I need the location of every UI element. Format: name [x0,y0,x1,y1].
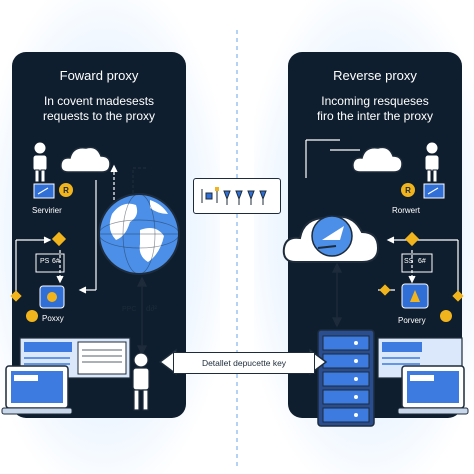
forward-ps-label: PS [40,258,50,265]
ss-box-icon-right [401,253,433,273]
laptop-icon-left [1,365,73,415]
r-badge-icon-right: R [401,183,415,197]
diamond-icon-left-1 [51,231,67,247]
proxy-device-icon-right [401,283,429,309]
ps-box-icon-left [35,253,65,273]
forward-proxy-label: Poxxy [42,314,64,323]
cloud-icon-left [60,146,111,173]
forward-server-label: Servirier [32,206,62,215]
forward-proxy-title: Foward proxy [59,68,139,83]
svg-text:R: R [63,186,69,195]
cloud-to-server-arrow [331,262,343,328]
reverse-proxy-subtitle: Incoming resqueses firo the inter the pr… [288,94,462,124]
forward-subtitle-line1: In covent madesests [43,94,155,108]
reverse-hash-label: 6# [418,258,426,265]
forward-subtitle-line2: requests to the proxy [42,109,156,123]
diamond-icon-left-2 [10,290,22,302]
reverse-subtitle-line2: firo the inter the proxy [316,109,434,123]
diamond-icon-right-1 [404,231,420,247]
forward-ppc-label: PPC [122,306,137,313]
arrows-right [378,236,459,300]
reverse-proxy-cloud-icon [282,215,380,263]
diamond-icon-right-3 [379,284,391,296]
user-icon-bottom [132,352,150,411]
reverse-top-arrow [305,139,360,178]
badge-icon-right [440,310,452,322]
center-key-label: Detallet depucette key [173,352,315,374]
arrows-left [15,164,118,300]
lightning-badge-icon-left [26,310,38,322]
forward-formula-label: d∂² [146,304,158,313]
user-icon-right [424,141,440,183]
r-badge-icon-left: R [59,183,73,197]
server-rack-icon [317,329,375,427]
laptop-icon-right [397,365,469,415]
user-icon-left [32,141,48,183]
server-monitor-icon-left [33,183,55,199]
forward-proxy-subtitle: In covent madesests requests to the prox… [12,94,186,124]
reverse-server-label: Rorwert [392,206,421,215]
reverse-proxy-title: Reverse proxy [333,68,417,83]
globe-icon [98,193,180,275]
reverse-proxy-label: Porvery [398,316,426,325]
server-monitor-icon-right [423,183,445,199]
diamond-icon-right-2 [452,290,464,302]
cloud-icon-right-top [352,146,403,173]
reverse-ss-label: SS [404,258,414,265]
proxy-device-icon-left [39,285,65,309]
reverse-subtitle-line1: Incoming resqueses [321,94,429,108]
svg-text:R: R [405,186,411,195]
forward-hash-label: 6# [52,258,60,265]
key-legend-icons [201,187,267,205]
globe-to-user-arrow [136,276,148,356]
key-legend-box [193,178,281,214]
cloud-to-globe-arrow [132,167,148,193]
